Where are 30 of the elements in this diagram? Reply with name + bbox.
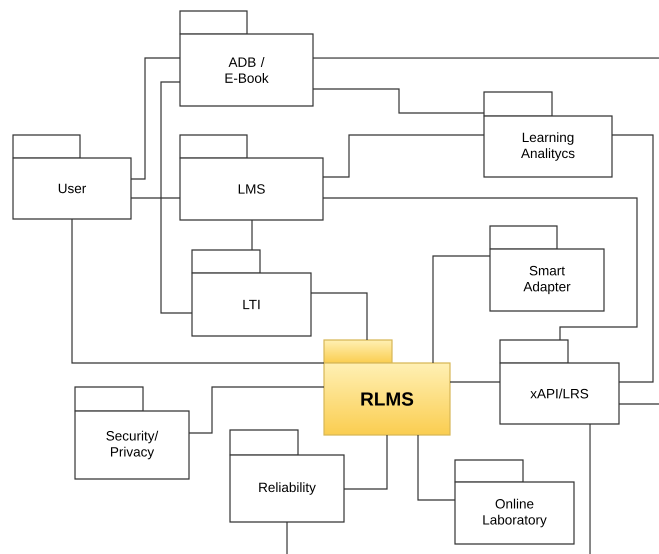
package-box: Learning Analitycs [483, 91, 613, 178]
connector-line [323, 197, 638, 340]
connector-line [189, 386, 324, 434]
connector-line [313, 57, 659, 59]
package-box: Smart Adapter [489, 225, 605, 312]
connector-line [323, 134, 484, 178]
connector-line [251, 220, 253, 250]
connector-line [619, 403, 659, 405]
package-box: Security/ Privacy [74, 386, 190, 480]
package-box: RLMS [323, 339, 451, 436]
package-box: Online Laboratory [454, 459, 575, 545]
package-box: User [12, 134, 132, 220]
package-box: Reliability [229, 429, 345, 523]
connector-line [313, 88, 484, 114]
connector-line [612, 134, 654, 383]
connector-line [71, 219, 324, 364]
package-box: xAPI/LRS [499, 339, 620, 425]
connector-line [344, 435, 388, 490]
connector-line [432, 255, 490, 363]
connector-line [311, 292, 368, 340]
connector-line [450, 381, 500, 383]
package-box: ADB / E-Book [179, 10, 314, 107]
connector-line [160, 81, 192, 314]
connector-line [417, 435, 455, 501]
connector-line [589, 424, 591, 554]
package-box: LTI [191, 249, 312, 337]
connector-line [131, 197, 180, 199]
package-box: LMS [179, 134, 324, 221]
connector-line [131, 57, 180, 180]
connector-line [286, 522, 288, 554]
